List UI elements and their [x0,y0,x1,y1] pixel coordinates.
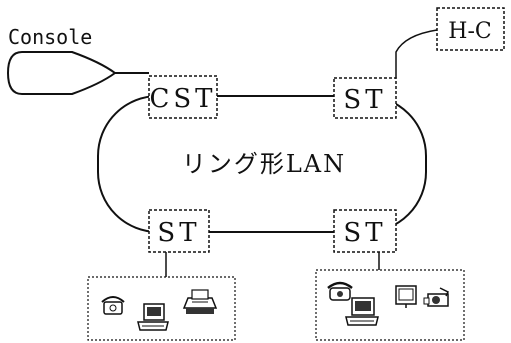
telephone-icon [102,297,124,314]
device-group-left [88,277,235,340]
device-group-right [316,270,464,340]
telephone-icon [328,283,352,300]
host-link [396,30,437,78]
console-label: Console [8,25,92,49]
computer-terminal-icon [138,304,168,330]
monitor-icon [396,286,416,308]
host-label: H-C [448,19,491,44]
console-shape [8,52,115,94]
ring-label: リング形LAN [182,150,346,178]
cst-label: CST [149,84,216,114]
st-bottom-left-label: ST [157,218,200,248]
st-top-label: ST [343,85,386,115]
camera-icon [424,288,448,306]
printer-icon [184,290,216,314]
computer-terminal-icon [346,298,378,325]
st-bottom-right-label: ST [343,218,386,248]
